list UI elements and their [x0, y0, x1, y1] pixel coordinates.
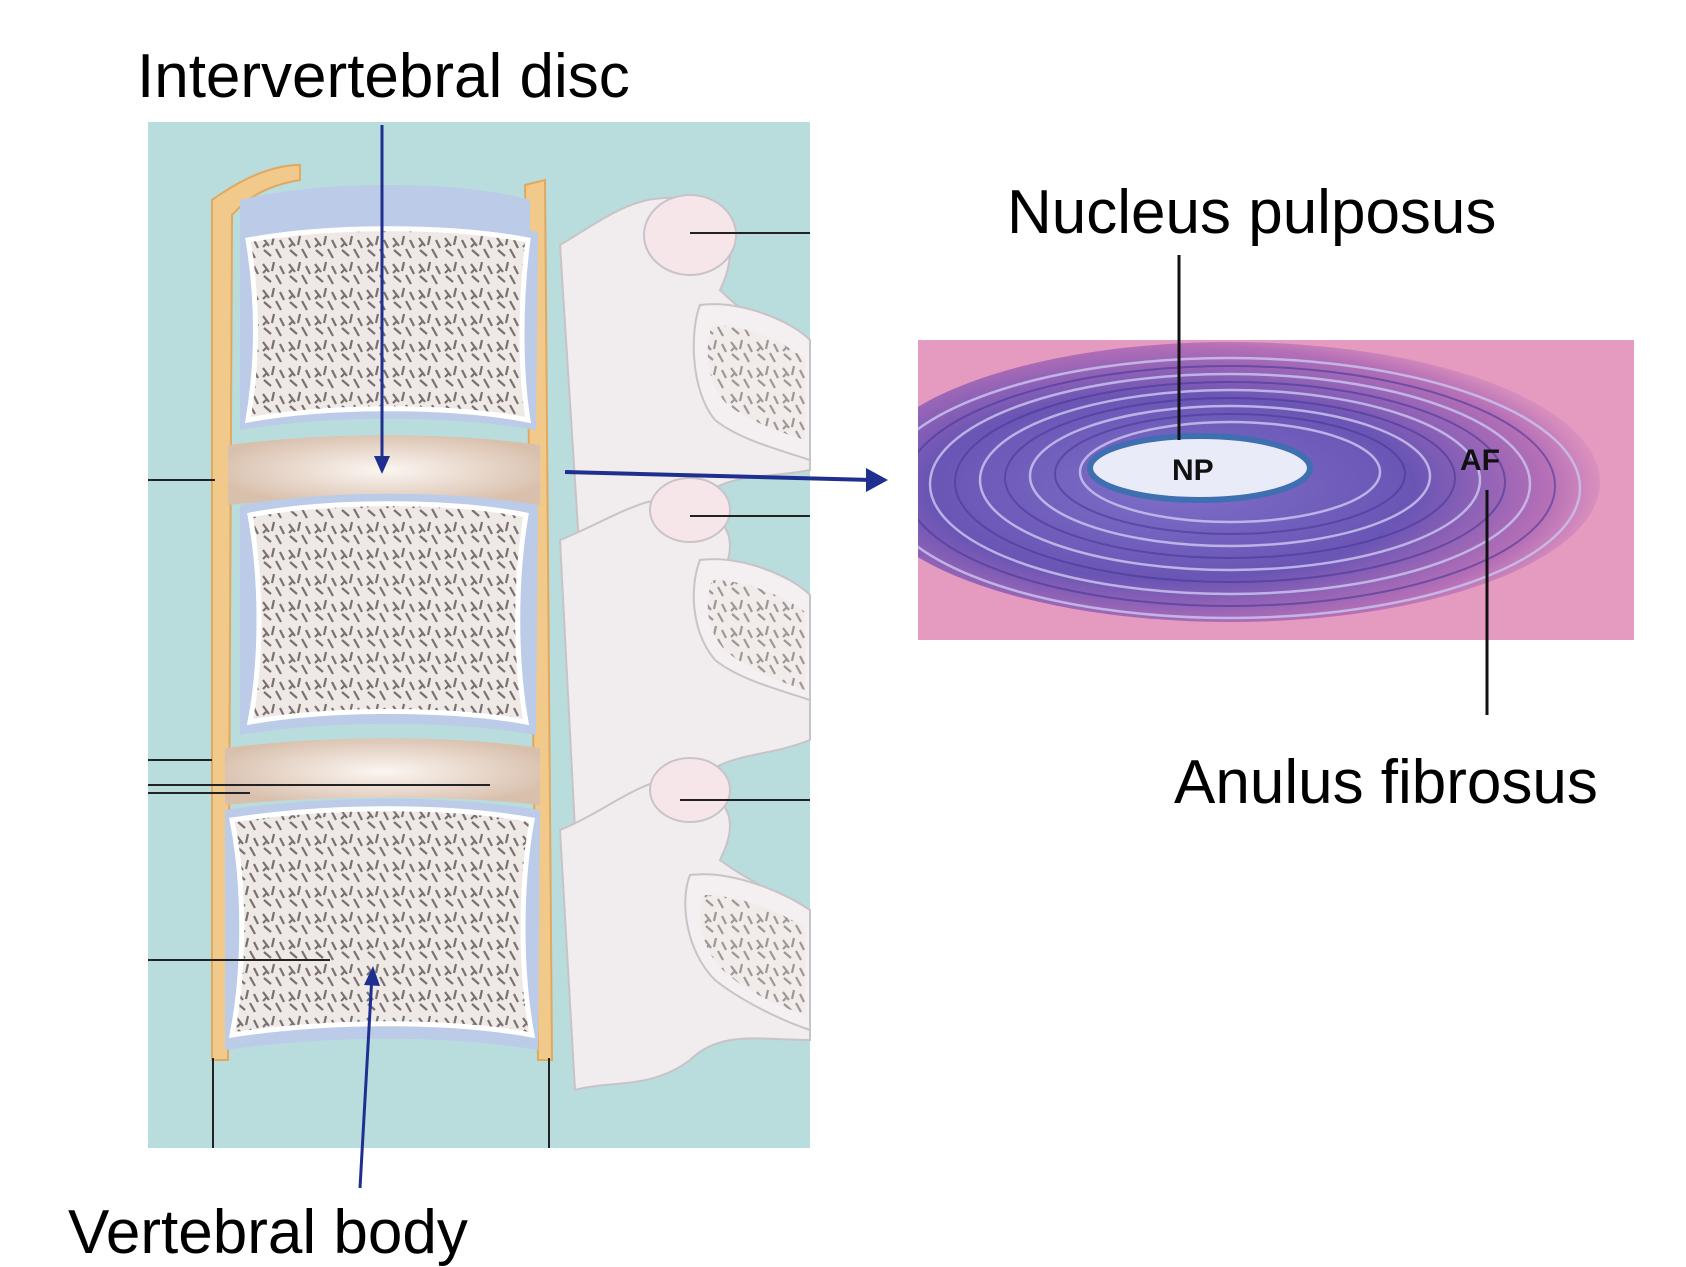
posterior-processes [558, 194, 811, 1092]
section-arrow [564, 468, 888, 492]
nucleus-pulposus-label: Nucleus pulposus [1007, 178, 1497, 247]
intervertebral-disc-label: Intervertebral disc [137, 42, 630, 111]
intervertebral-disc-upper [228, 435, 540, 505]
af-abbrev: AF [1460, 444, 1500, 477]
vertebra-lower [225, 798, 540, 1050]
vertebral-body-label: Vertebral body [68, 1198, 468, 1267]
histology-leader-lines [1177, 255, 1489, 715]
np-abbrev: NP [1172, 454, 1214, 487]
histology-section: NP AF [918, 255, 1634, 715]
nucleus-pulposus-region [1087, 433, 1313, 503]
spinous-trabeculae [700, 325, 805, 1015]
anulus-lamellae [918, 356, 1582, 620]
anulus-fibrosus-label: Anulus fibrosus [1174, 748, 1598, 817]
anterior-longitudinal-ligament [211, 163, 301, 1061]
vertebra-middle [240, 493, 538, 735]
intervertebral-disc-lower [225, 738, 540, 805]
spine-illustration [148, 122, 888, 1189]
vertebra-upper [240, 219, 538, 430]
disc-pointer [374, 125, 390, 474]
body-pointer [358, 966, 380, 1189]
leader-lines [148, 232, 810, 1148]
